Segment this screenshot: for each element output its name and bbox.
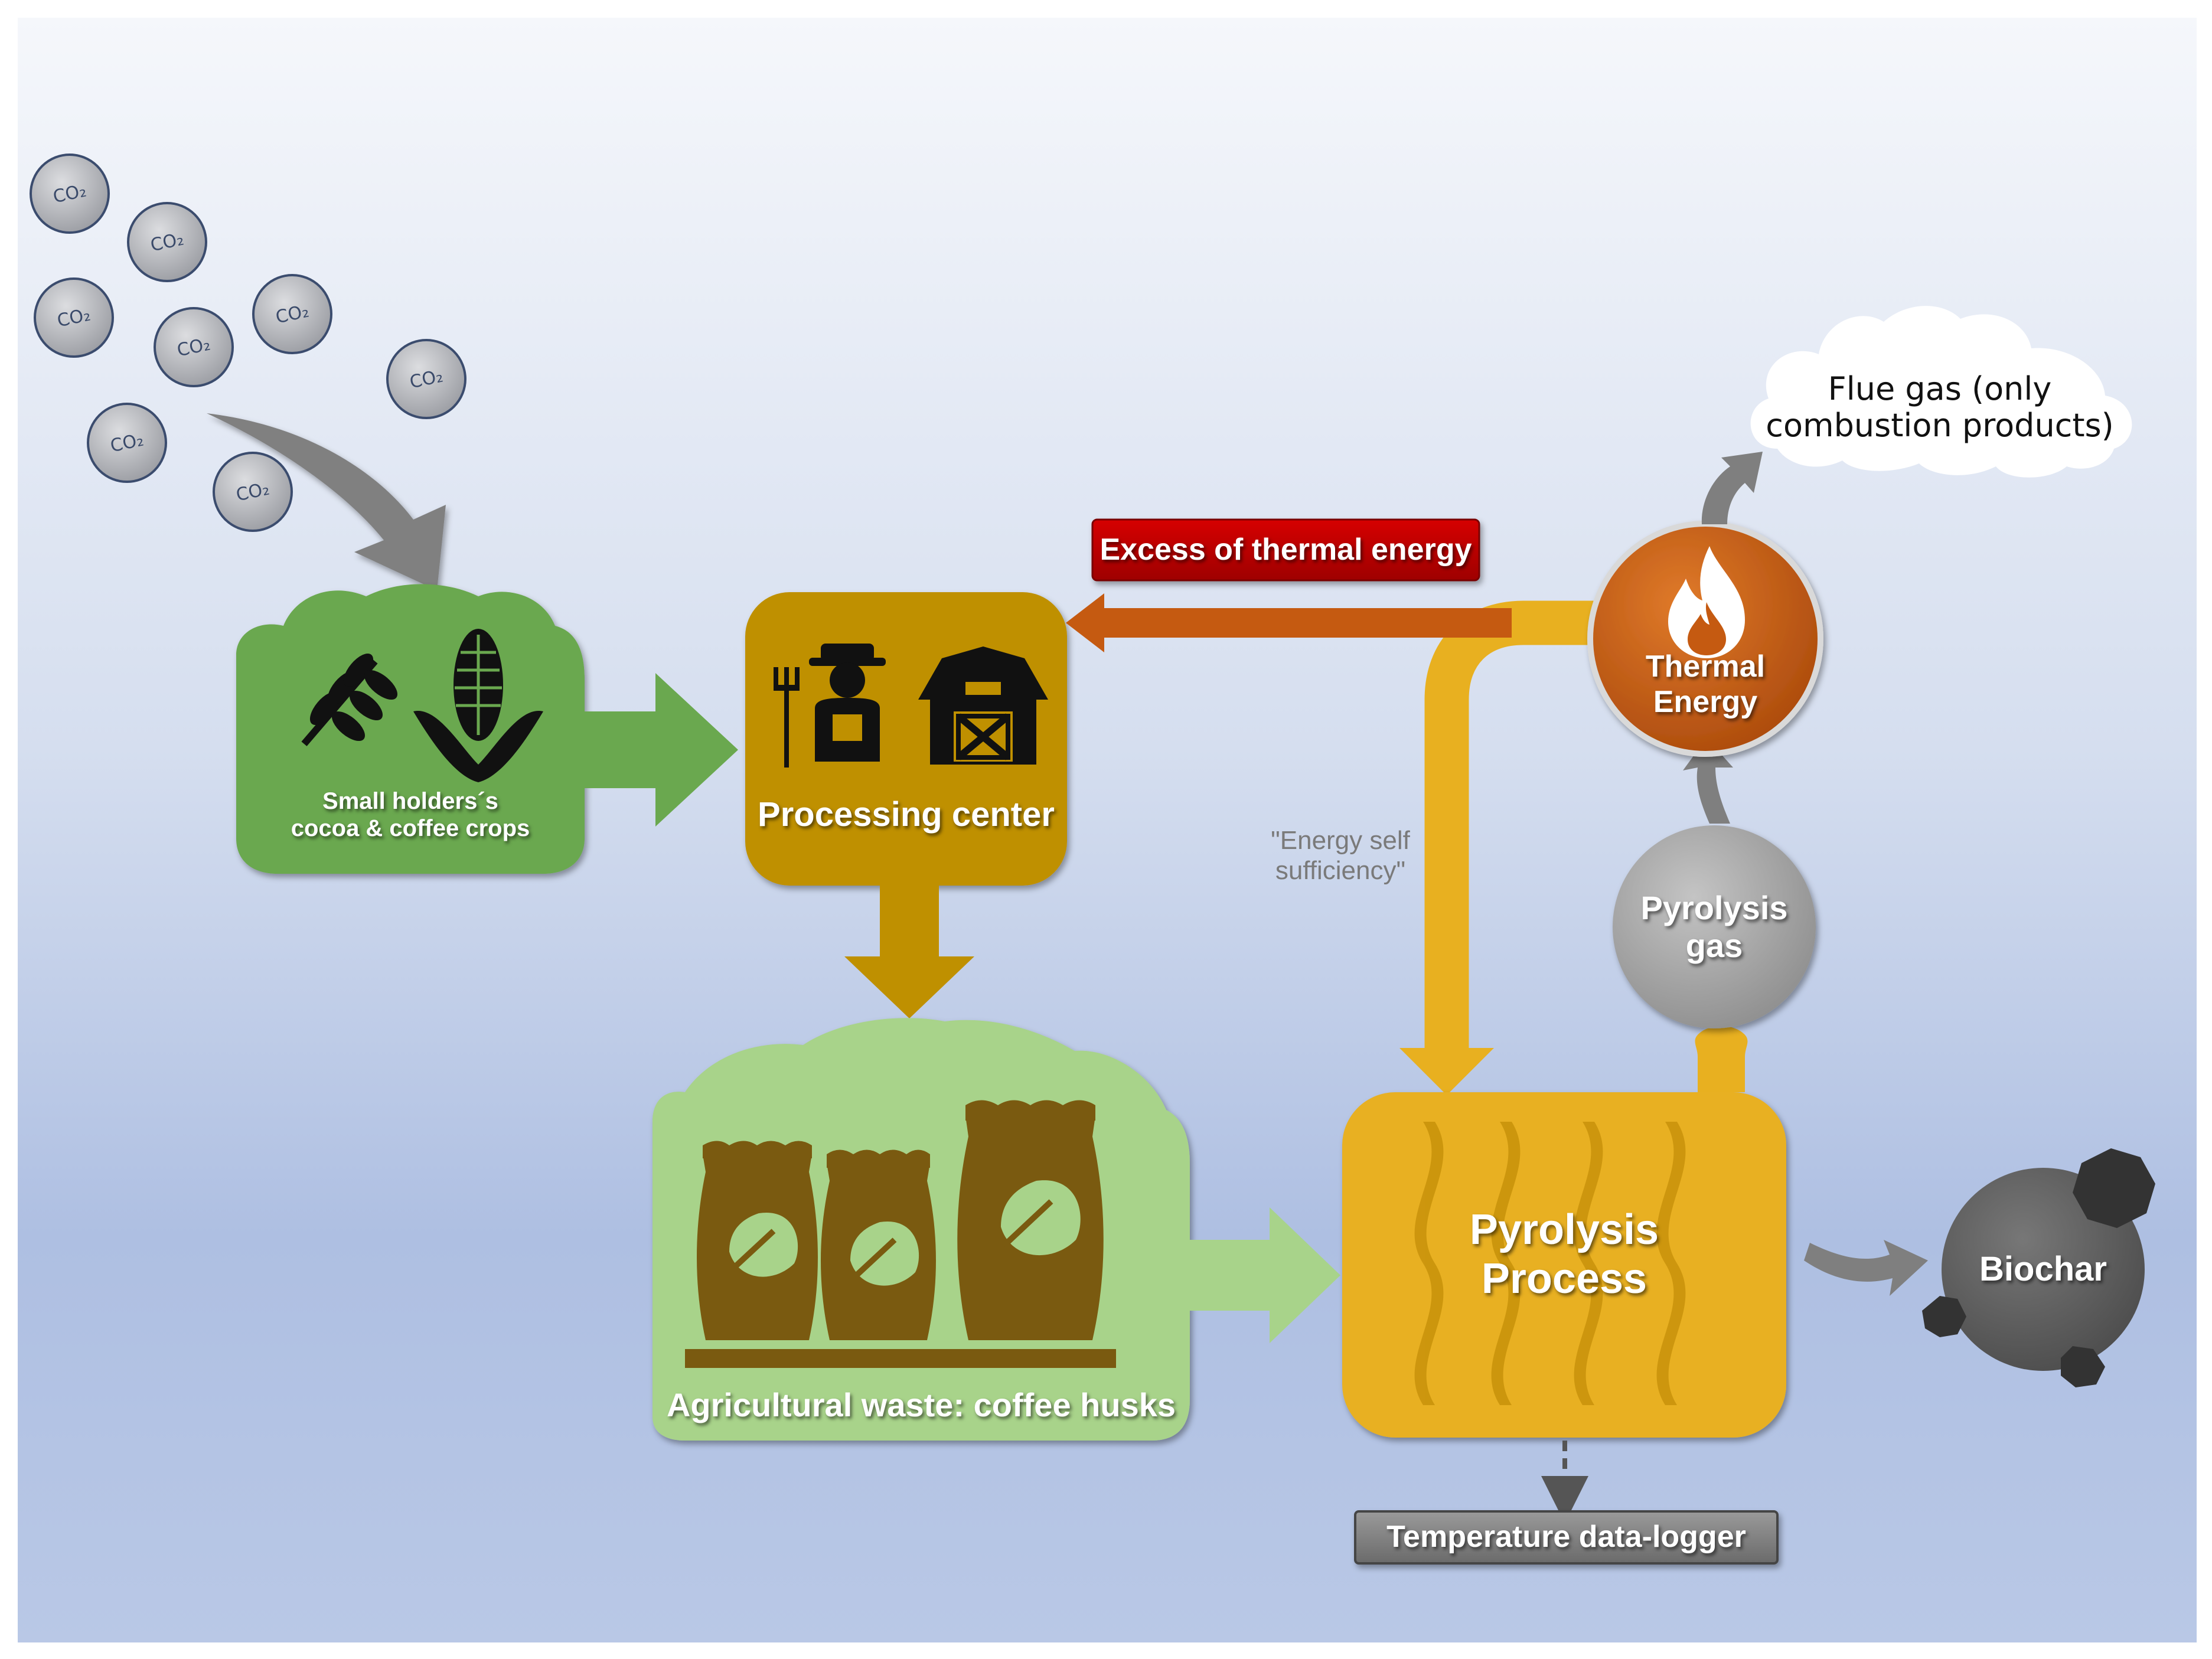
corn-icon bbox=[413, 629, 543, 782]
co2-molecule-circle bbox=[386, 339, 466, 419]
co2-absorption-arrow bbox=[207, 413, 446, 590]
co2-label: CO₂ bbox=[51, 179, 89, 208]
excess-energy-label-box bbox=[1091, 518, 1480, 582]
thermal-to-flue-arrow bbox=[1701, 452, 1763, 524]
crops-label: Small holders´s cocoa & coffee crops bbox=[291, 788, 530, 841]
co2-label: CO₂ bbox=[175, 333, 213, 361]
flue-gas-label: Flue gas (only combustion products) bbox=[1766, 370, 2114, 444]
co2-molecule-circle bbox=[154, 307, 234, 387]
co2-label: CO₂ bbox=[407, 365, 445, 393]
co2-label: CO₂ bbox=[273, 300, 311, 328]
pyrolysis-to-biochar-arrow bbox=[1804, 1240, 1928, 1296]
energy-feedback-arrowhead bbox=[1399, 1048, 1494, 1095]
pyrolysis-gas-label: Pyrolysis gas bbox=[1640, 889, 1788, 964]
co2-molecule-circle bbox=[34, 277, 114, 358]
barn-icon bbox=[918, 646, 1048, 765]
biochar-label: Biochar bbox=[1979, 1249, 2107, 1288]
co2-cluster bbox=[30, 154, 466, 532]
sack-icon bbox=[821, 1149, 936, 1340]
waste-to-pyrolysis-arrow bbox=[1184, 1207, 1340, 1343]
pyrolysis-gas-circle bbox=[1613, 825, 1816, 1028]
excess-energy-label: Excess of thermal energy bbox=[1100, 532, 1472, 567]
charcoal-chunk bbox=[2073, 1148, 2155, 1228]
wheat-icon bbox=[301, 653, 398, 746]
co2-label: CO₂ bbox=[55, 303, 93, 332]
co2-molecule-circle bbox=[127, 202, 207, 282]
energy-self-sufficiency-label: "Energy self sufficiency" bbox=[1271, 826, 1410, 885]
heat-waves-icon bbox=[1414, 1122, 1686, 1405]
co2-molecule-circle bbox=[252, 274, 332, 354]
sack-icon bbox=[697, 1141, 818, 1340]
co2-label: CO₂ bbox=[148, 228, 186, 256]
pyrolysis-process-label: Pyrolysis Process bbox=[1469, 1206, 1659, 1302]
temperature-logger-label: Temperature data-logger bbox=[1386, 1520, 1746, 1555]
pallet-bar bbox=[685, 1349, 1116, 1368]
processing-to-waste-arrow bbox=[844, 886, 974, 1018]
charcoal-chunk bbox=[2061, 1346, 2105, 1387]
co2-molecule-circle bbox=[213, 452, 293, 532]
co2-label: CO₂ bbox=[234, 478, 272, 506]
energy-feedback-pipe bbox=[1424, 600, 1594, 1051]
flame-icon bbox=[1668, 546, 1745, 658]
co2-molecule-circle bbox=[30, 154, 110, 234]
sack-icon bbox=[957, 1100, 1104, 1340]
crops-to-processing-arrow bbox=[585, 673, 738, 827]
gas-to-thermal-arrow bbox=[1683, 738, 1733, 824]
co2-label: CO₂ bbox=[108, 429, 146, 457]
thermal-energy-label: Thermal Energy bbox=[1645, 649, 1766, 719]
gas-outlet-connector bbox=[1695, 1026, 1748, 1092]
excess-energy-arrow bbox=[1066, 593, 1512, 652]
processing-center-label: Processing center bbox=[758, 795, 1055, 834]
co2-molecule-circle bbox=[87, 403, 167, 483]
flue-gas-cloud bbox=[1750, 306, 2132, 478]
farmer-icon bbox=[774, 644, 886, 768]
agricultural-waste-label: Agricultural waste: coffee husks bbox=[666, 1386, 1176, 1423]
charcoal-chunk bbox=[1922, 1296, 1966, 1337]
temperature-logger-box bbox=[1354, 1510, 1779, 1565]
